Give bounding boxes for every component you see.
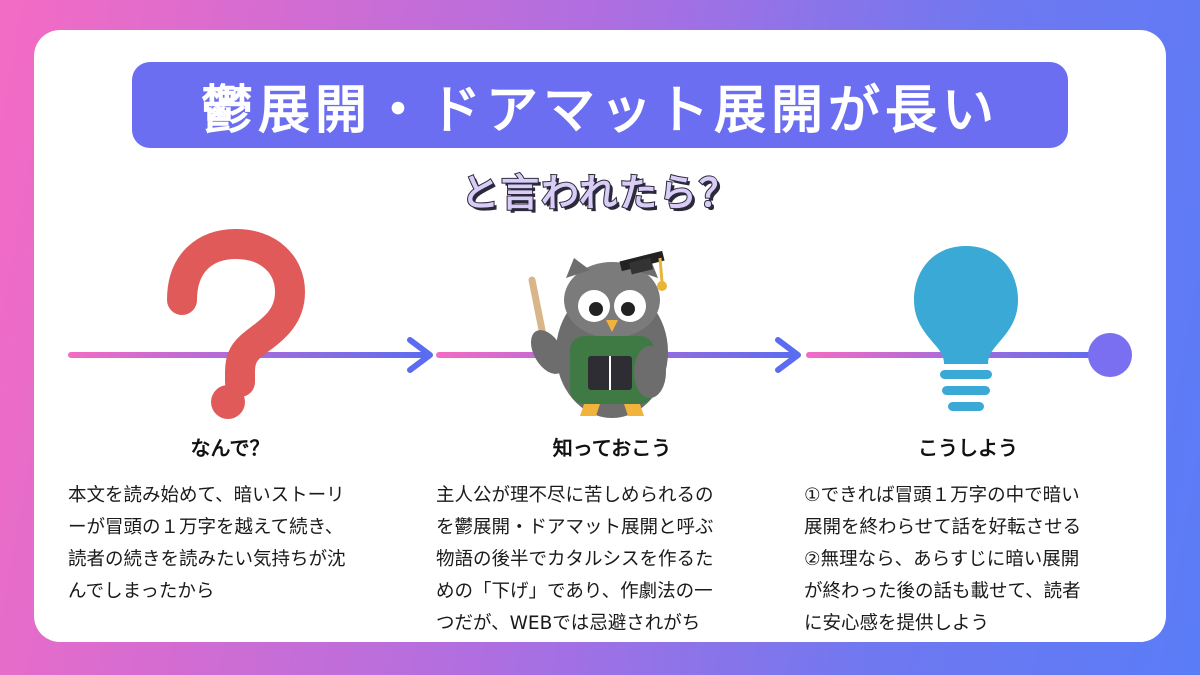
body-line: 物語の後半でカタルシスを作るた: [436, 549, 714, 570]
column-body-why: 本文を読み始めて、暗いストーリ ーが冒頭の１万字を越えて続き、 読者の続きを読み…: [68, 480, 404, 608]
page-title: 鬱展開・ドアマット展開が長い: [200, 80, 999, 141]
column-title-know: 知っておこう: [552, 436, 672, 460]
title-banner: 鬱展開・ドアマット展開が長い: [132, 62, 1068, 148]
body-line: ①できれば冒頭１万字の中で暗い: [804, 485, 1080, 506]
column-body-action: ①できれば冒頭１万字の中で暗い 展開を終わらせて話を好転させる ②無理なら、あら…: [804, 480, 1140, 640]
body-line: に安心感を提供しよう: [804, 613, 990, 634]
body-line: が終わった後の話も載せて、読者: [804, 581, 1081, 602]
body-line: ②無理なら、あらすじに暗い展開: [804, 549, 1080, 570]
body-line: つだが、WEBでは忌避されがち: [436, 613, 701, 634]
body-line: 主人公が理不尽に苦しめられるの: [436, 485, 714, 506]
column-body-know: 主人公が理不尽に苦しめられるの を鬱展開・ドアマット展開と呼ぶ 物語の後半でカタ…: [436, 480, 772, 640]
body-line: 読者の続きを読みたい気持ちが沈: [68, 549, 346, 570]
page-subtitle: と言われたら？: [460, 170, 740, 216]
body-line: んでしまったから: [68, 581, 215, 602]
column-title-why: なんで？: [190, 436, 270, 460]
body-line: 展開を終わらせて話を好転させる: [804, 517, 1082, 538]
body-line: めの「下げ」であり、作劇法の一: [436, 581, 713, 602]
body-line: 本文を読み始めて、暗いストーリ: [68, 485, 345, 506]
body-line: を鬱展開・ドアマット展開と呼ぶ: [436, 517, 714, 538]
column-title-action: こうしよう: [918, 436, 1018, 460]
body-line: ーが冒頭の１万字を越えて続き、: [68, 517, 344, 538]
